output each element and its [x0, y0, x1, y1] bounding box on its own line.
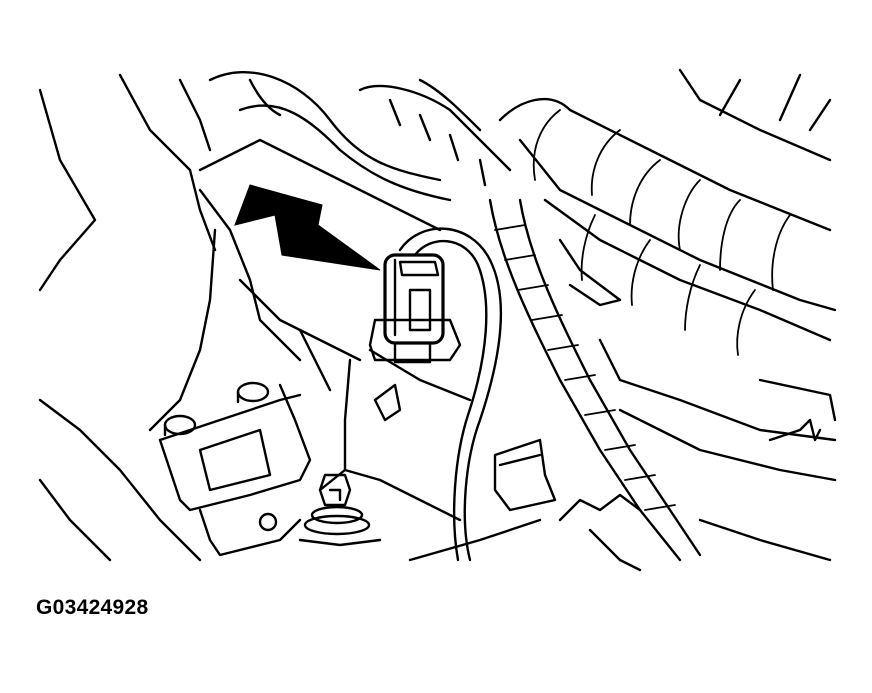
sensor-cable-loop: [398, 227, 503, 562]
right-corrugated-tube: [498, 68, 837, 356]
connector-block: [493, 238, 622, 512]
mounting-block: [158, 381, 312, 557]
vertical-wiring-harness: [488, 198, 702, 562]
upper-hose: [208, 71, 452, 202]
callout-arrow: [234, 184, 381, 271]
left-housing: [38, 73, 442, 562]
sensor-connector: [368, 253, 462, 364]
lower-right-structure: [408, 338, 837, 572]
wiring-harness-corrugated: [358, 78, 512, 187]
bolt: [298, 473, 382, 547]
sensor-mounting-bracket: [318, 348, 472, 522]
figure-id-label: G03424928: [36, 596, 149, 619]
